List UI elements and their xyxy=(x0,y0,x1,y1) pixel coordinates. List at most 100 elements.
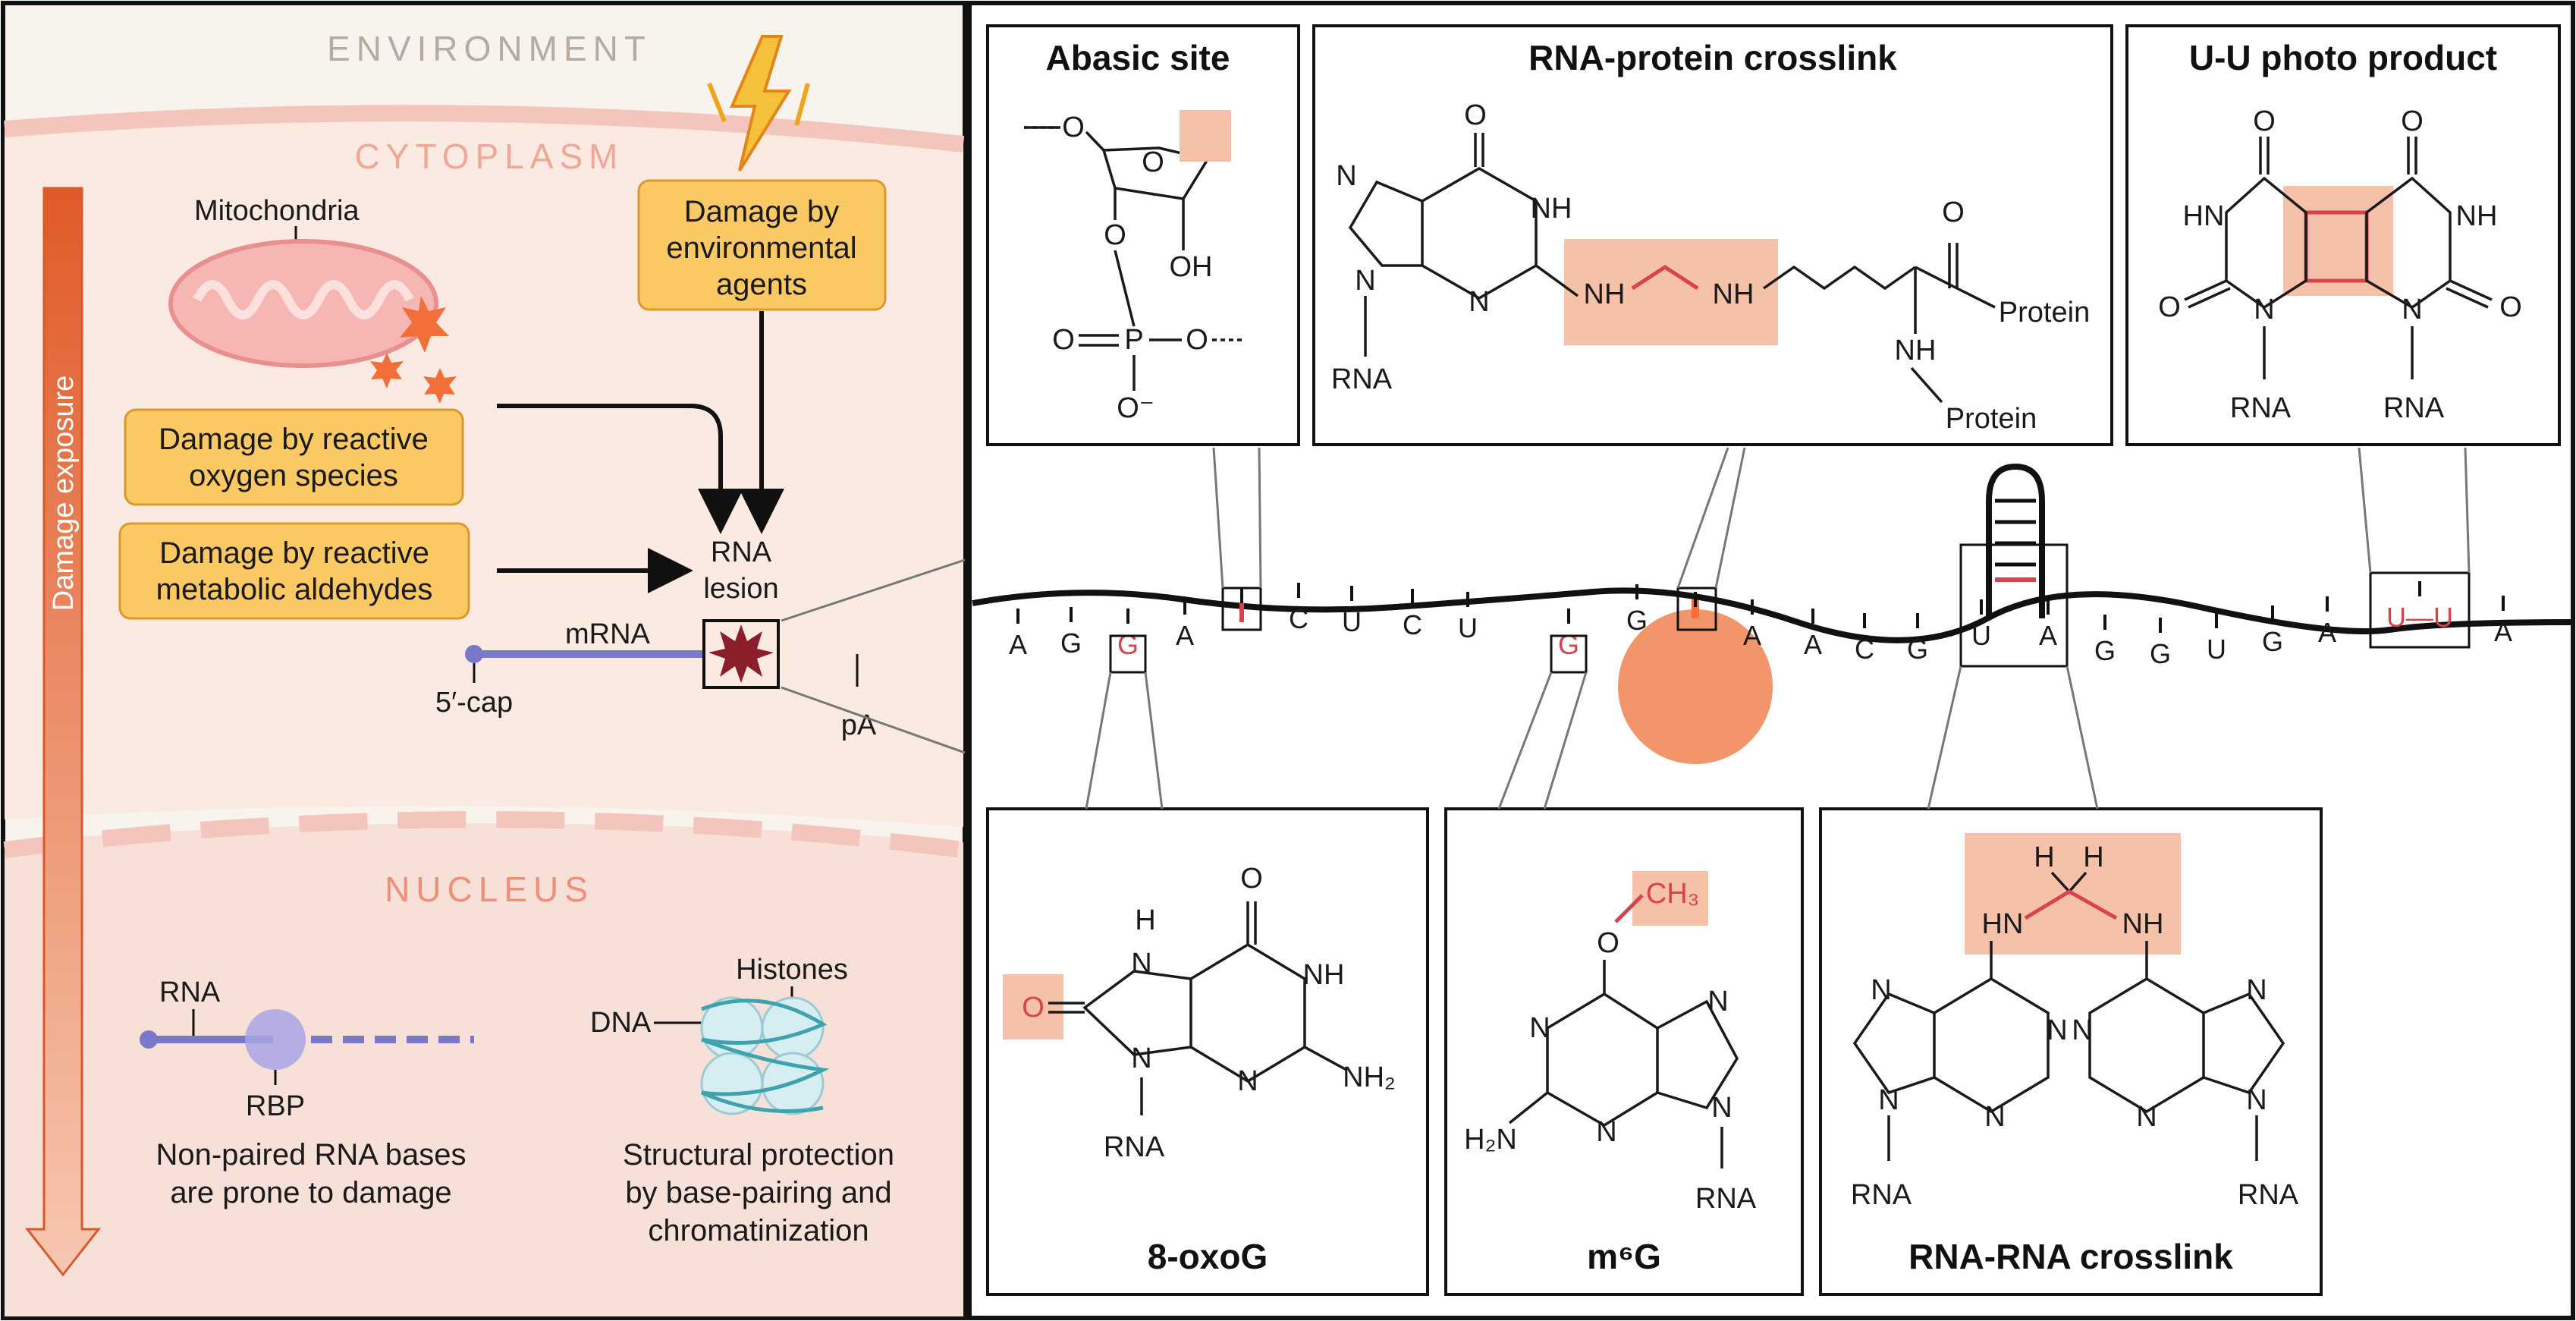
svg-text:O: O xyxy=(2253,105,2276,137)
strand-base: U—U xyxy=(2386,602,2453,633)
mrna-label: mRNA xyxy=(565,618,651,650)
strand-base: C xyxy=(1289,603,1308,634)
crosslink-structure: O NH N N N RNA NH NH O Protein NH Protei… xyxy=(1331,99,2090,435)
svg-text:N: N xyxy=(1355,265,1375,297)
strand-base: A xyxy=(2318,617,2336,648)
svg-text:N: N xyxy=(2254,294,2274,326)
strand-base: A xyxy=(2039,620,2057,651)
nuc-rna-label: RNA xyxy=(159,977,221,1008)
strand-base: C xyxy=(1855,634,1874,665)
dna-label: DNA xyxy=(590,1007,652,1039)
svg-text:O: O xyxy=(2401,105,2424,137)
svg-text:NH: NH xyxy=(1895,335,1937,366)
rbp-icon xyxy=(245,1009,306,1070)
env-agents-line1: Damage by xyxy=(684,195,840,228)
ros-line2: oxygen species xyxy=(189,459,398,492)
damage-exposure-arrow xyxy=(24,187,102,1277)
svg-text:NH: NH xyxy=(1303,959,1345,991)
svg-text:N: N xyxy=(2136,1101,2157,1133)
ros-burst-icons xyxy=(370,296,457,404)
svg-text:H: H xyxy=(2034,841,2054,873)
strand-base: A xyxy=(1804,629,1822,660)
svg-text:NH: NH xyxy=(1713,278,1755,310)
abasic-title: Abasic site xyxy=(1046,38,1230,77)
svg-text:N: N xyxy=(1131,948,1151,980)
histone-icon xyxy=(700,996,830,1115)
strand-base: G xyxy=(2262,626,2283,657)
m6g-structure: CH₃ O N N H₂N N N RNA xyxy=(1464,871,1757,1215)
oxog-highlight-box xyxy=(1109,634,1147,674)
svg-text:RNA: RNA xyxy=(2238,1179,2299,1211)
strand-base: U xyxy=(1458,612,1478,643)
svg-text:N: N xyxy=(2246,1084,2267,1116)
svg-text:NH₂: NH₂ xyxy=(1343,1062,1396,1093)
svg-text:O: O xyxy=(2499,291,2522,323)
svg-text:N: N xyxy=(2047,1014,2067,1046)
svg-text:RNA: RNA xyxy=(1104,1131,1165,1163)
aldehydes-line1: Damage by reactive xyxy=(159,536,429,570)
svg-text:H: H xyxy=(2083,841,2103,873)
abasic-highlight xyxy=(1180,110,1231,162)
five-cap-label: 5′-cap xyxy=(435,687,513,719)
strand-base: G xyxy=(2094,635,2116,666)
svg-text:N: N xyxy=(1336,160,1356,192)
crosslink-title: RNA-protein crosslink xyxy=(1528,38,1897,77)
svg-text:N: N xyxy=(1237,1065,1258,1097)
environment-label: ENVIRONMENT xyxy=(327,29,652,68)
svg-text:N: N xyxy=(1469,286,1489,318)
rna-lesion-line1: RNA xyxy=(711,536,772,568)
svg-text:RNA: RNA xyxy=(1851,1179,1912,1211)
m6g-title: m⁶G xyxy=(1587,1237,1661,1276)
strand-base: U xyxy=(1342,606,1362,637)
protein-blob xyxy=(1618,609,1773,764)
rnarna-structure: H H HN NH N N N N RNA N N N N RNA xyxy=(1851,833,2299,1211)
right-panel: Abasic site RNA-protein crosslink U-U ph… xyxy=(967,1,2575,1320)
strand-base: G xyxy=(1626,605,1648,636)
env-agents-line3: agents xyxy=(716,268,807,301)
svg-text:N: N xyxy=(1984,1101,2005,1133)
strand-base: G xyxy=(1907,634,1928,665)
lightning-icon xyxy=(707,35,810,172)
svg-text:N: N xyxy=(1711,1092,1732,1124)
aldehydes-line2: metabolic aldehydes xyxy=(156,573,433,606)
svg-text:RNA: RNA xyxy=(2230,392,2292,424)
abasic-box xyxy=(986,24,1300,446)
svg-text:N: N xyxy=(1871,974,1891,1006)
strand-base: A xyxy=(2494,616,2512,647)
svg-text:O: O xyxy=(1464,99,1487,131)
svg-text:N: N xyxy=(1707,986,1728,1017)
rnarna-highlight-box xyxy=(1959,543,2069,668)
svg-text:N: N xyxy=(1131,1043,1151,1074)
hairpin-structure xyxy=(1986,463,2045,618)
callout-connectors xyxy=(1085,447,2471,810)
m6g-box xyxy=(1444,807,1804,1296)
svg-text:RNA: RNA xyxy=(1695,1183,1757,1215)
strand-base: A xyxy=(1176,620,1194,651)
structural-line1: Structural protection xyxy=(623,1138,894,1172)
strand-base: G xyxy=(1117,629,1139,660)
svg-text:OH: OH xyxy=(1170,251,1213,283)
svg-text:RNA: RNA xyxy=(1331,363,1393,395)
lesion-box xyxy=(702,619,780,689)
svg-text:Protein: Protein xyxy=(1999,297,2090,329)
oxog-structure: O H N N RNA O NH N NH₂ xyxy=(1003,863,1396,1163)
strand-base: U xyxy=(1971,620,1991,651)
strand-ticks xyxy=(1016,581,2505,633)
ros-box xyxy=(124,408,464,506)
nonpaired-line2: are prone to damage xyxy=(170,1176,451,1209)
abasic-structure: O O O OH P O O O⁻ xyxy=(1024,110,1244,424)
aldehydes-box xyxy=(118,522,470,620)
svg-text:HN: HN xyxy=(2183,200,2225,232)
histones-label: Histones xyxy=(736,954,848,986)
svg-text:N: N xyxy=(1596,1116,1616,1148)
rna-lesion-line2: lesion xyxy=(703,573,778,605)
svg-text:O: O xyxy=(1104,219,1126,251)
m6g-highlight-box xyxy=(1550,634,1588,674)
svg-text:N: N xyxy=(2402,294,2422,326)
oxog-title: 8-oxoG xyxy=(1148,1237,1268,1276)
svg-text:H: H xyxy=(1135,904,1155,936)
left-panel: ENVIRONMENT CYTOPLASM NUCLEUS Damage exp… xyxy=(1,1,967,1320)
strand-base: G xyxy=(2150,638,2171,669)
strand-base: G xyxy=(1558,629,1579,660)
